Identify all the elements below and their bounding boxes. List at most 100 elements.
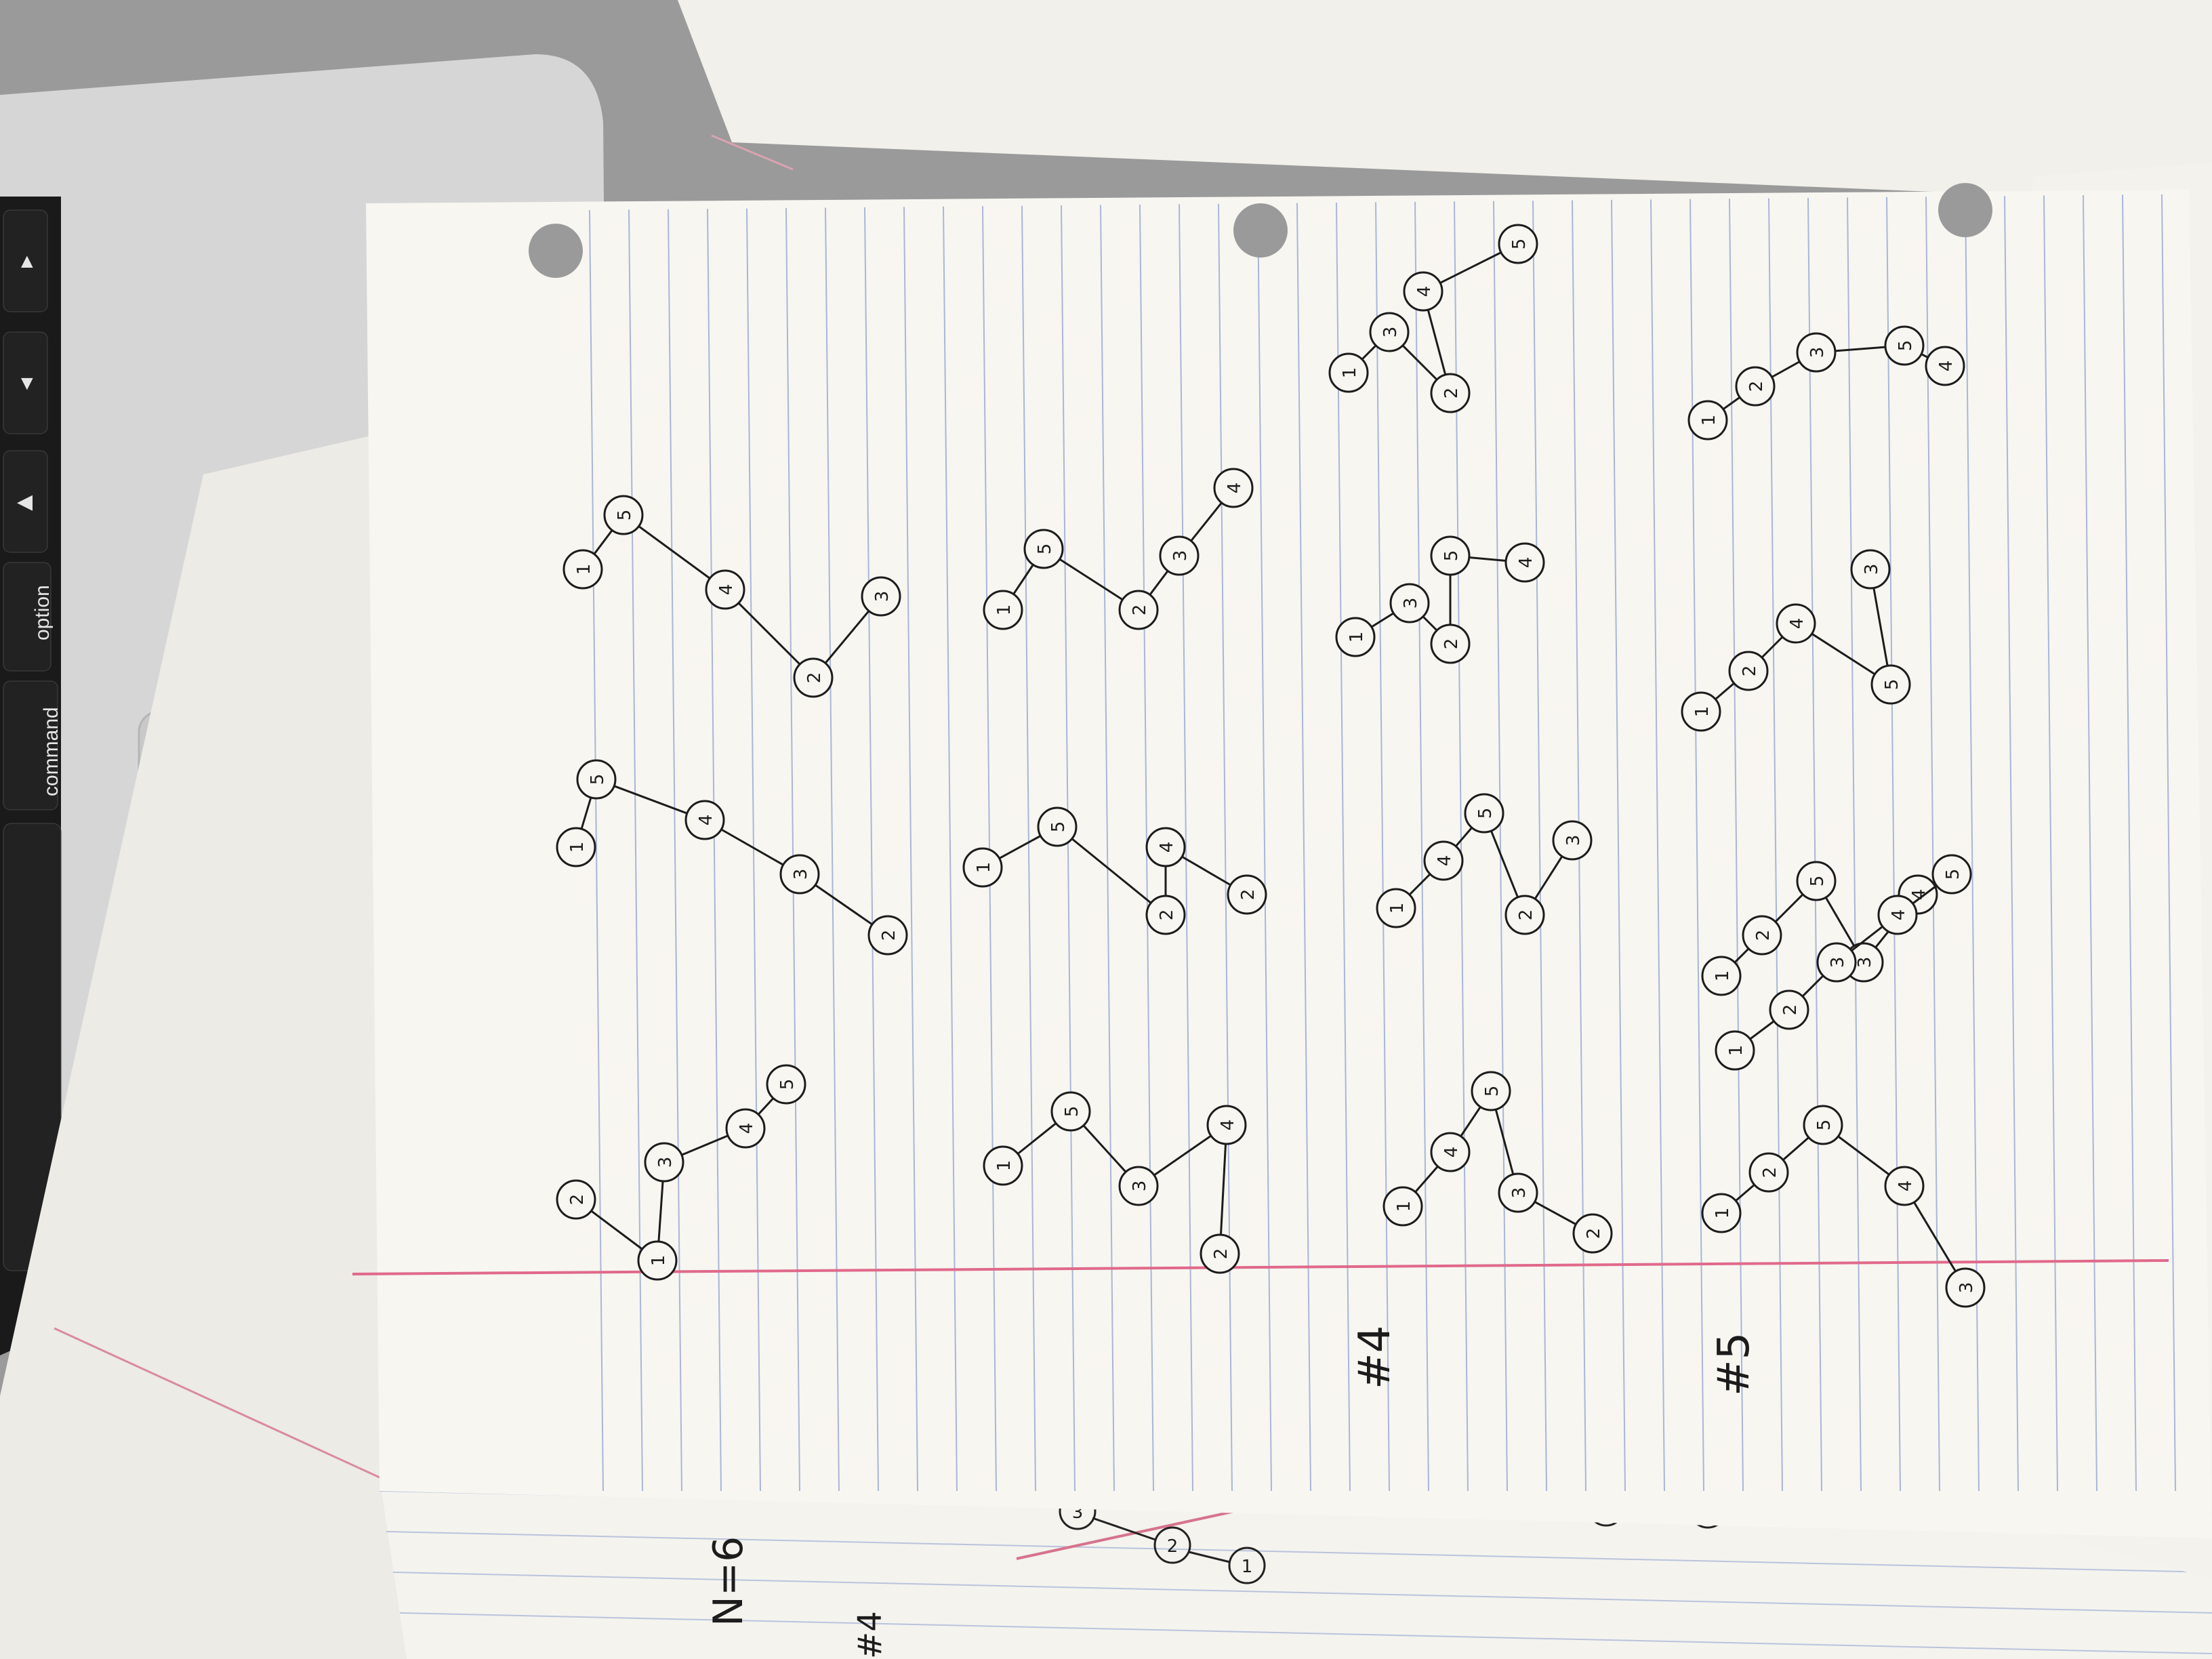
tree-node-circle	[861, 576, 901, 617]
tree-node-circle	[1945, 1267, 1986, 1308]
option-key[interactable]	[3, 562, 52, 672]
tree-node-label: 2	[1760, 1167, 1780, 1179]
tree-node-circle	[1200, 1233, 1240, 1274]
bottom-paper-label-n6: N=6	[705, 1536, 752, 1626]
tree-node-circle	[1389, 583, 1430, 623]
tree-node-label: 5	[588, 774, 608, 785]
tree-node-label: 3	[1401, 598, 1421, 609]
tree-node-circle	[1748, 1152, 1789, 1193]
tree-node-label: 5	[1062, 1106, 1082, 1118]
tree-node-circle	[1213, 468, 1254, 508]
tree-node-circle	[1498, 1172, 1538, 1213]
tree-node-label: 2	[1780, 1004, 1801, 1016]
tree-node-label: 1	[1340, 367, 1360, 379]
tree-node-label: 1	[974, 862, 994, 874]
tree-node-label: 2	[879, 930, 899, 941]
tree-node-circle	[1504, 542, 1545, 583]
tree-node-label: 4	[1936, 361, 1957, 372]
arrow-up-glyph: ▲	[17, 250, 37, 272]
tree-node-label: 4	[1787, 618, 1807, 630]
tree-node-label: 5	[1035, 544, 1055, 555]
binder-hole	[1938, 183, 1992, 237]
tree-node-label: 5	[1441, 550, 1462, 562]
tree-node-label: 3	[1862, 564, 1882, 575]
tree-node-label: 4	[1218, 1120, 1238, 1131]
tree-node-circle	[1145, 827, 1186, 867]
tree-node-label: 5	[1882, 679, 1902, 691]
tree-node-circle	[556, 1179, 596, 1220]
tree-node-label: 3	[872, 591, 893, 602]
tree-node-label: 4	[1157, 842, 1177, 853]
tree-node-label: 2	[1441, 638, 1462, 650]
tree-node-label: 1	[1347, 632, 1367, 643]
tree-node-label: 4	[1896, 1181, 1916, 1192]
back-paper-margin	[711, 134, 794, 171]
tree-node-circle	[1423, 840, 1464, 881]
back-paper-left-margin	[54, 1327, 380, 1479]
tree-node-label: 4	[1435, 855, 1455, 867]
tree-node-label: 5	[1814, 1120, 1835, 1131]
tree-node-circle	[1884, 1166, 1925, 1206]
tree-node-circle	[1877, 895, 1918, 935]
tree-node-label: 1	[1713, 1208, 1733, 1219]
tree-node-circle	[1335, 617, 1376, 657]
tree-node-circle	[1681, 691, 1721, 732]
tree-node-circle	[1687, 400, 1728, 441]
tree-node-circle	[1430, 623, 1471, 664]
tree-node-circle	[725, 1108, 766, 1149]
option-key-label: option	[31, 585, 54, 640]
tree-node-label: 2	[1211, 1248, 1231, 1260]
tree-node-circle	[562, 549, 603, 590]
tree-node-label: 5	[1943, 869, 1963, 880]
section-label-4: #4	[1350, 1326, 1400, 1389]
arrow-key-up[interactable]	[3, 209, 48, 312]
binder-hole	[1233, 203, 1288, 258]
tree-diagrams: 2134515432154231534215242152341453214523…	[556, 224, 1986, 1308]
tree-node-circle	[1742, 915, 1782, 956]
tree-node-circle	[1430, 535, 1471, 576]
bottom-node-circle	[1228, 1547, 1266, 1584]
command-key-label: command	[40, 707, 62, 796]
tree-node-label: 2	[1238, 889, 1258, 901]
tree-node-label: 2	[1740, 665, 1760, 677]
tree-node-label: 3	[655, 1157, 676, 1168]
tree-node-label: 5	[1896, 340, 1916, 352]
tree-node-label: 2	[1441, 388, 1462, 399]
tree-node-label: 1	[649, 1255, 669, 1267]
tree-node-circle	[1369, 312, 1410, 352]
tree-node-label: 5	[1807, 876, 1828, 887]
tree-node-circle	[1701, 1193, 1742, 1233]
tree-node-circle	[867, 915, 908, 956]
tree-node-circle	[705, 569, 745, 610]
main-notebook-page: #4 #5 2134515432154231534215242152341453…	[352, 183, 2212, 1538]
arrow-key-down[interactable]	[3, 331, 48, 434]
tree-node-label: 3	[791, 869, 811, 880]
tree-node-circle	[1715, 1030, 1755, 1071]
tree-node-circle	[1796, 861, 1837, 901]
tree-node-circle	[1931, 854, 1972, 895]
tree-node-circle	[1206, 1105, 1247, 1145]
tree-node-label: 3	[1380, 327, 1401, 338]
tree-node-circle	[1701, 956, 1742, 996]
tree-node-circle	[1498, 224, 1538, 264]
tree-node-circle	[1870, 664, 1911, 705]
command-key[interactable]	[3, 680, 58, 811]
tree-node-circle	[1850, 549, 1891, 590]
tree-node-circle	[1769, 989, 1809, 1030]
arrow-key-left[interactable]	[3, 450, 48, 553]
main-page-sheet	[366, 190, 2212, 1538]
bottom-node-label: 2	[1167, 1536, 1179, 1557]
tree-node-label: 2	[567, 1194, 588, 1206]
tree-node-circle	[1803, 1105, 1843, 1145]
bottom-edges	[1092, 1517, 1231, 1563]
